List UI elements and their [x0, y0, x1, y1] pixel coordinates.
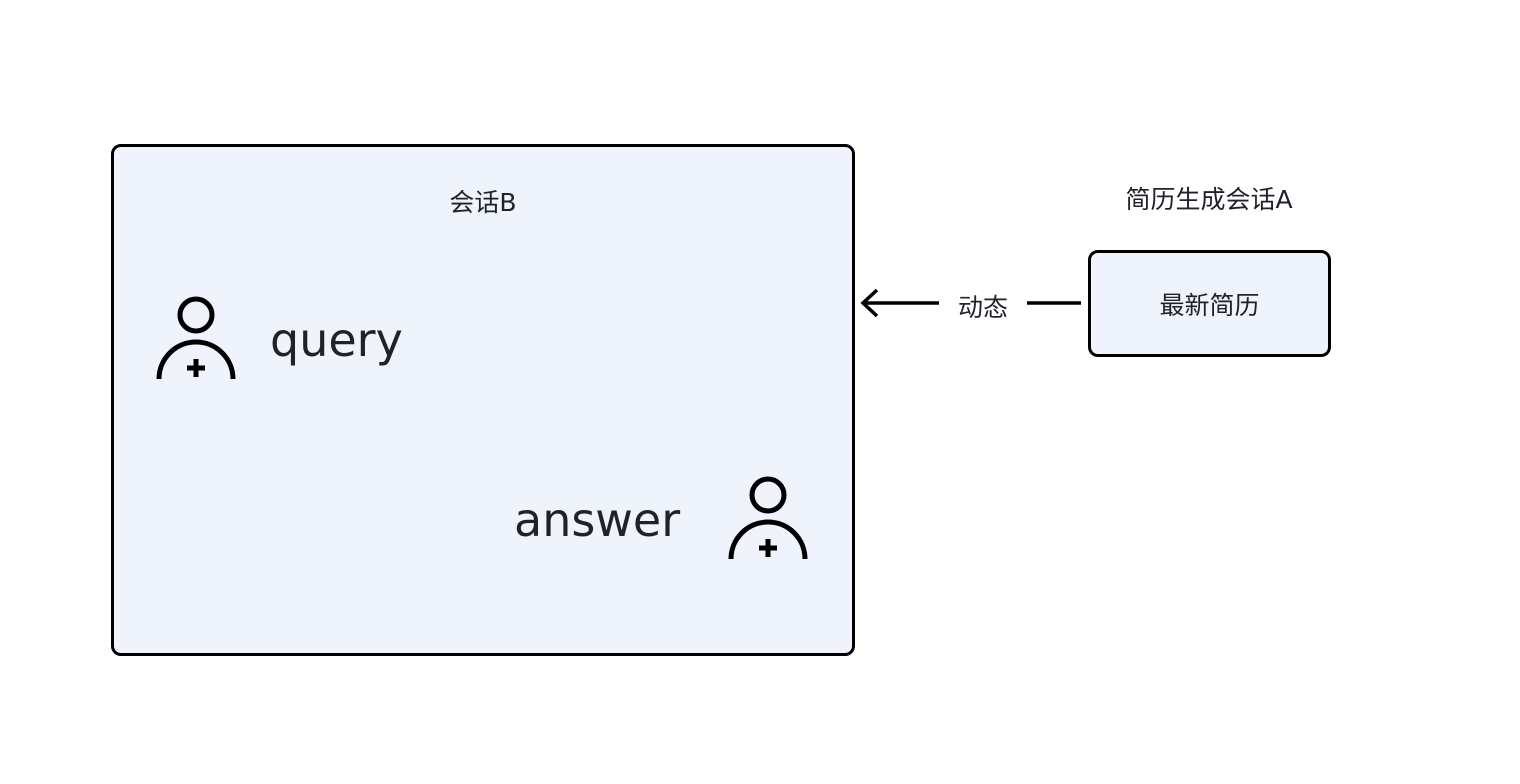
- user-add-icon: [156, 295, 236, 379]
- query-label: query: [270, 313, 403, 367]
- session-b-title: 会话B: [449, 188, 517, 217]
- dynamic-edge-arrow: [860, 288, 1081, 318]
- answer-label: answer: [514, 493, 681, 547]
- latest-resume-label: 最新简历: [1159, 290, 1260, 320]
- latest-resume-node: 最新简历: [1088, 250, 1331, 357]
- group-a-title: 简历生成会话A: [1125, 185, 1293, 214]
- edge-label: 动态: [957, 293, 1008, 322]
- session-b-container: 会话B query answer: [111, 144, 855, 656]
- user-add-icon: [728, 475, 808, 559]
